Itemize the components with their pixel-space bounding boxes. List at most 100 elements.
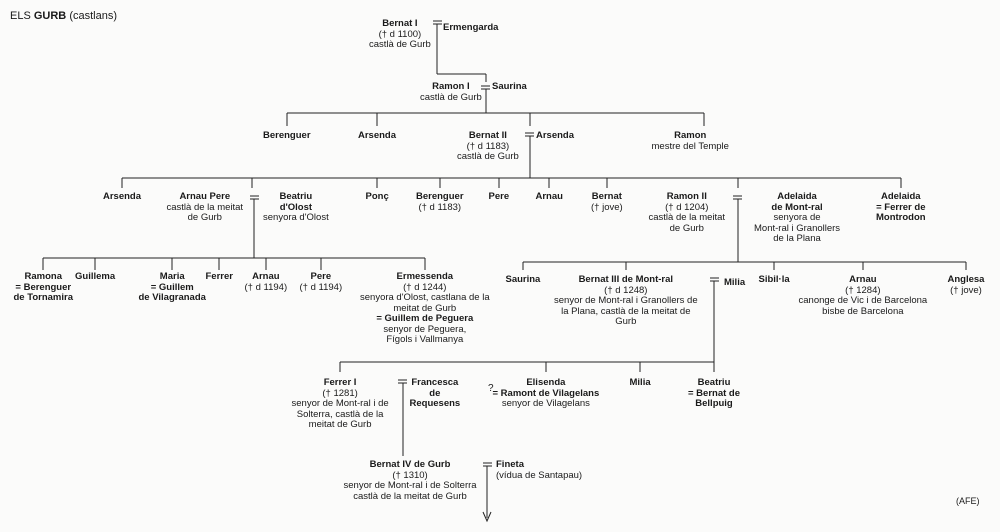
person-line: (vídua de Santapau) [496,469,583,481]
uncertain-marker: ? [488,383,494,394]
person-line: Bernat I [382,18,418,29]
person-line: de Mont-ral [771,201,823,213]
person-sibilla: Sibil·la [759,274,790,286]
person-line: = Ferrer de [876,201,926,213]
person-line: senyor de Peguera, [383,323,467,335]
person-ponc: Ponç [366,191,389,203]
person-berenguer1: Berenguer [263,130,311,142]
person-ermessenda: Ermessenda(† d 1244)senyora d'Olost, cas… [360,271,490,346]
person-line: Ramona [24,271,62,282]
person-line: meitat de Gurb [308,419,372,430]
person-arnau2: Arnau(† d 1194) [244,271,288,293]
person-line: († d 1248) [604,284,648,296]
person-line: Bernat III de Mont-ral [578,274,674,285]
person-line: Arsenda [358,130,397,141]
person-line: Arsenda [103,191,142,202]
person-line: de la Plana [773,233,821,244]
page-title: ELS GURB (castlans) [10,10,117,22]
person-line: = Guillem de Peguera [376,313,474,324]
person-line: († d 1194) [244,281,288,293]
person-fineta: Fineta(vídua de Santapau) [496,459,583,481]
person-line: Bellpuig [695,398,733,409]
person-line: Ermengarda [443,22,499,33]
person-line: castlà de la meitat [166,201,244,213]
person-line: Ermessenda [396,271,454,282]
person-line: Arnau [535,191,563,202]
person-line: = Ramont de Vilagelans [492,387,600,399]
person-line: mestre del Temple [651,140,729,152]
person-line: senyor de Mont-ral i de [291,398,389,409]
person-line: († d 1183) [418,201,462,213]
person-line: († d 1183) [466,140,510,152]
person-line: meitat de Gurb [393,302,457,314]
person-milia2: Milia [629,377,651,389]
person-line: de [429,387,441,399]
person-line: Fineta [496,459,524,470]
person-line: Arnau [849,274,877,285]
person-line: († d 1204) [665,201,709,213]
person-bernat4: Bernat IV de Gurb(† 1310)senyor de Mont-… [343,459,477,502]
person-line: Montrodon [876,212,926,223]
person-line: Ramon II [666,191,707,202]
person-line: Adelaida [880,191,921,202]
person-line: castlà de la meitat [648,212,726,223]
person-line: Arnau Pere [179,191,231,202]
person-line: Berenguer [416,191,464,202]
person-line: = Bernat de [688,387,741,399]
person-saurina2: Saurina [505,274,541,286]
person-line: Pere [488,191,510,202]
person-line: Mont-ral i Granollers [754,222,841,234]
person-line: bisbe de Barcelona [822,305,904,317]
person-pere2: Pere(† d 1194) [299,271,343,293]
person-milia_w: Milia [724,277,746,289]
person-line: senyor de Mont-ral i Granollers de [554,295,698,306]
person-line: Requesens [409,398,461,409]
person-line: Milia [629,377,651,388]
person-line: castlà de Gurb [457,151,519,162]
person-line: Milia [724,277,746,288]
person-line: de Gurb [187,212,222,223]
person-bernat2: Bernat II(† d 1183)castlà de Gurb [457,130,519,163]
person-line: Saurina [492,81,527,92]
person-berenguer2: Berenguer(† d 1183) [416,191,464,213]
person-line: Saurina [505,274,541,285]
person-line: senyor de Mont-ral i de Solterra [343,480,477,491]
person-line: († 1310) [392,469,428,481]
person-line: Guillema [75,271,116,282]
person-line: († 1281) [322,387,358,399]
person-line: Anglesa [947,274,985,285]
person-line: senyora d'Olost, castlana de la [360,292,490,303]
person-line: Fígols i Vallmanya [386,334,464,345]
person-line: castlà de Gurb [369,39,431,50]
person-line: Gurb [615,316,637,327]
person-line: Adelaida [777,191,817,202]
person-line: († 1284) [845,284,881,296]
person-line: d'Olost [279,201,313,213]
person-line: de Tornamira [13,292,73,303]
person-line: senyora de [773,212,821,223]
person-line: = Berenguer [15,281,72,293]
person-line: senyor de Vilagelans [501,398,590,409]
person-bernat1: Bernat I(† d 1100)castlà de Gurb [369,18,431,51]
person-ermengarda: Ermengarda [443,22,499,34]
person-pere1: Pere [488,191,510,203]
person-line: = Guillem [150,281,194,293]
person-line: Beatriu [279,191,313,202]
person-arsenda_w: Arsenda [536,130,574,142]
person-guillema: Guillema [75,271,116,283]
person-line: († d 1194) [299,281,343,293]
person-line: la Plana, castlà de la meitat de [561,305,691,317]
